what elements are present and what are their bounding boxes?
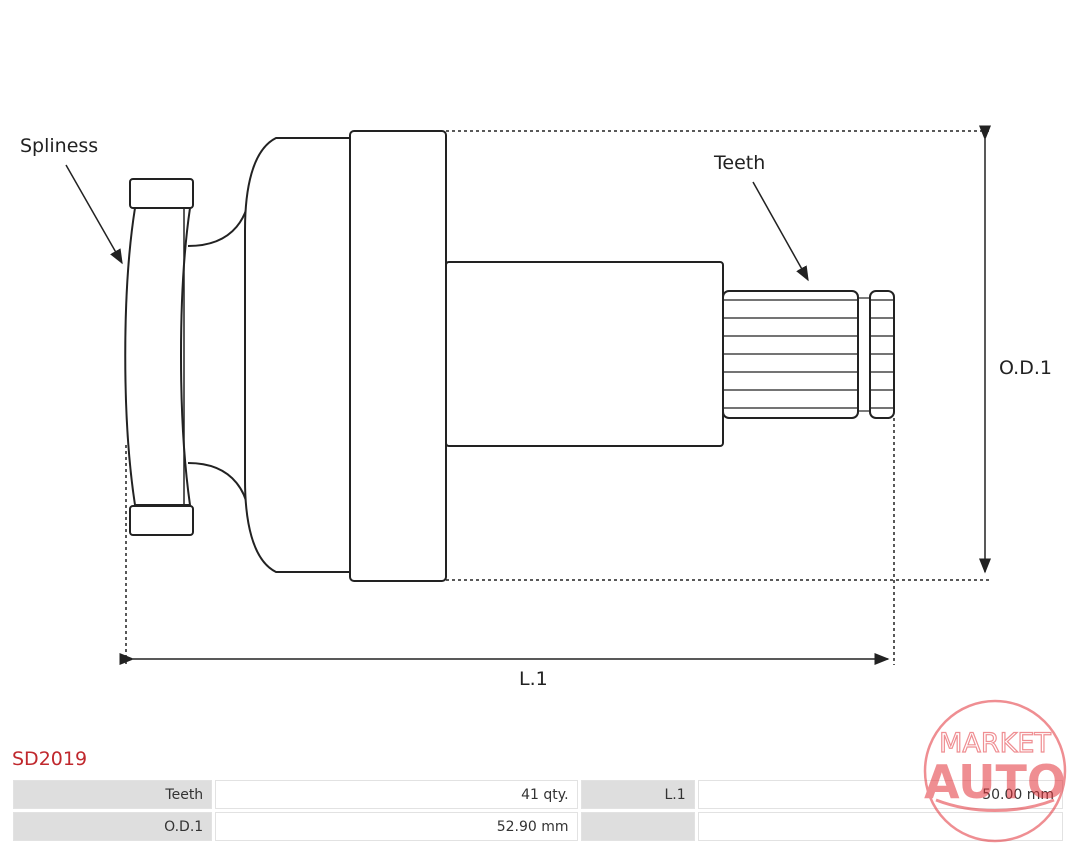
flange-bottom-tab xyxy=(129,505,194,536)
clutch-housing xyxy=(244,137,351,573)
spliness-label: Spliness xyxy=(20,135,98,157)
spec-key-l1: L.1 xyxy=(580,780,695,809)
part-number: SD2019 xyxy=(12,748,88,770)
spec-value-l1: 50.00 mm xyxy=(697,780,1063,809)
logo-ring xyxy=(923,699,1067,843)
neck-upper-curve xyxy=(187,184,251,247)
table-row: O.D.1 52.90 mm xyxy=(13,812,1063,841)
l1-label: L.1 xyxy=(519,668,548,690)
flange-rim xyxy=(124,207,191,506)
starter-drive-diagram: Spliness Teeth O.D.1 L.1 xyxy=(20,125,1052,690)
dimension-extension-lines xyxy=(125,130,992,665)
gear-teeth-lines xyxy=(723,297,894,412)
od1-label: O.D.1 xyxy=(999,357,1052,379)
logo-swoosh xyxy=(935,798,1055,812)
flange-top-tab xyxy=(129,178,194,209)
specification-table: Teeth 41 qty. L.1 50.00 mm O.D.1 52.90 m… xyxy=(10,777,1066,844)
spliness-leader-arrow xyxy=(65,164,123,265)
teeth-label: Teeth xyxy=(713,152,765,174)
spec-key-od1: O.D.1 xyxy=(13,812,213,841)
pinion-shaft xyxy=(445,261,724,447)
spec-value-od1: 52.90 mm xyxy=(215,812,578,841)
spec-value-empty xyxy=(697,812,1063,841)
table-row: Teeth 41 qty. L.1 50.00 mm xyxy=(13,780,1063,809)
neck-lower-curve xyxy=(187,462,251,528)
spec-key-empty xyxy=(580,812,695,841)
spec-value-teeth: 41 qty. xyxy=(215,780,578,809)
outer-collar xyxy=(349,130,447,582)
market-auto-watermark-logo: MARKET AUTO xyxy=(923,699,1067,843)
logo-bottom-text: AUTO xyxy=(924,755,1066,809)
logo-top-text: MARKET xyxy=(939,728,1051,759)
spec-key-teeth: Teeth xyxy=(13,780,213,809)
teeth-leader-arrow xyxy=(752,181,809,282)
